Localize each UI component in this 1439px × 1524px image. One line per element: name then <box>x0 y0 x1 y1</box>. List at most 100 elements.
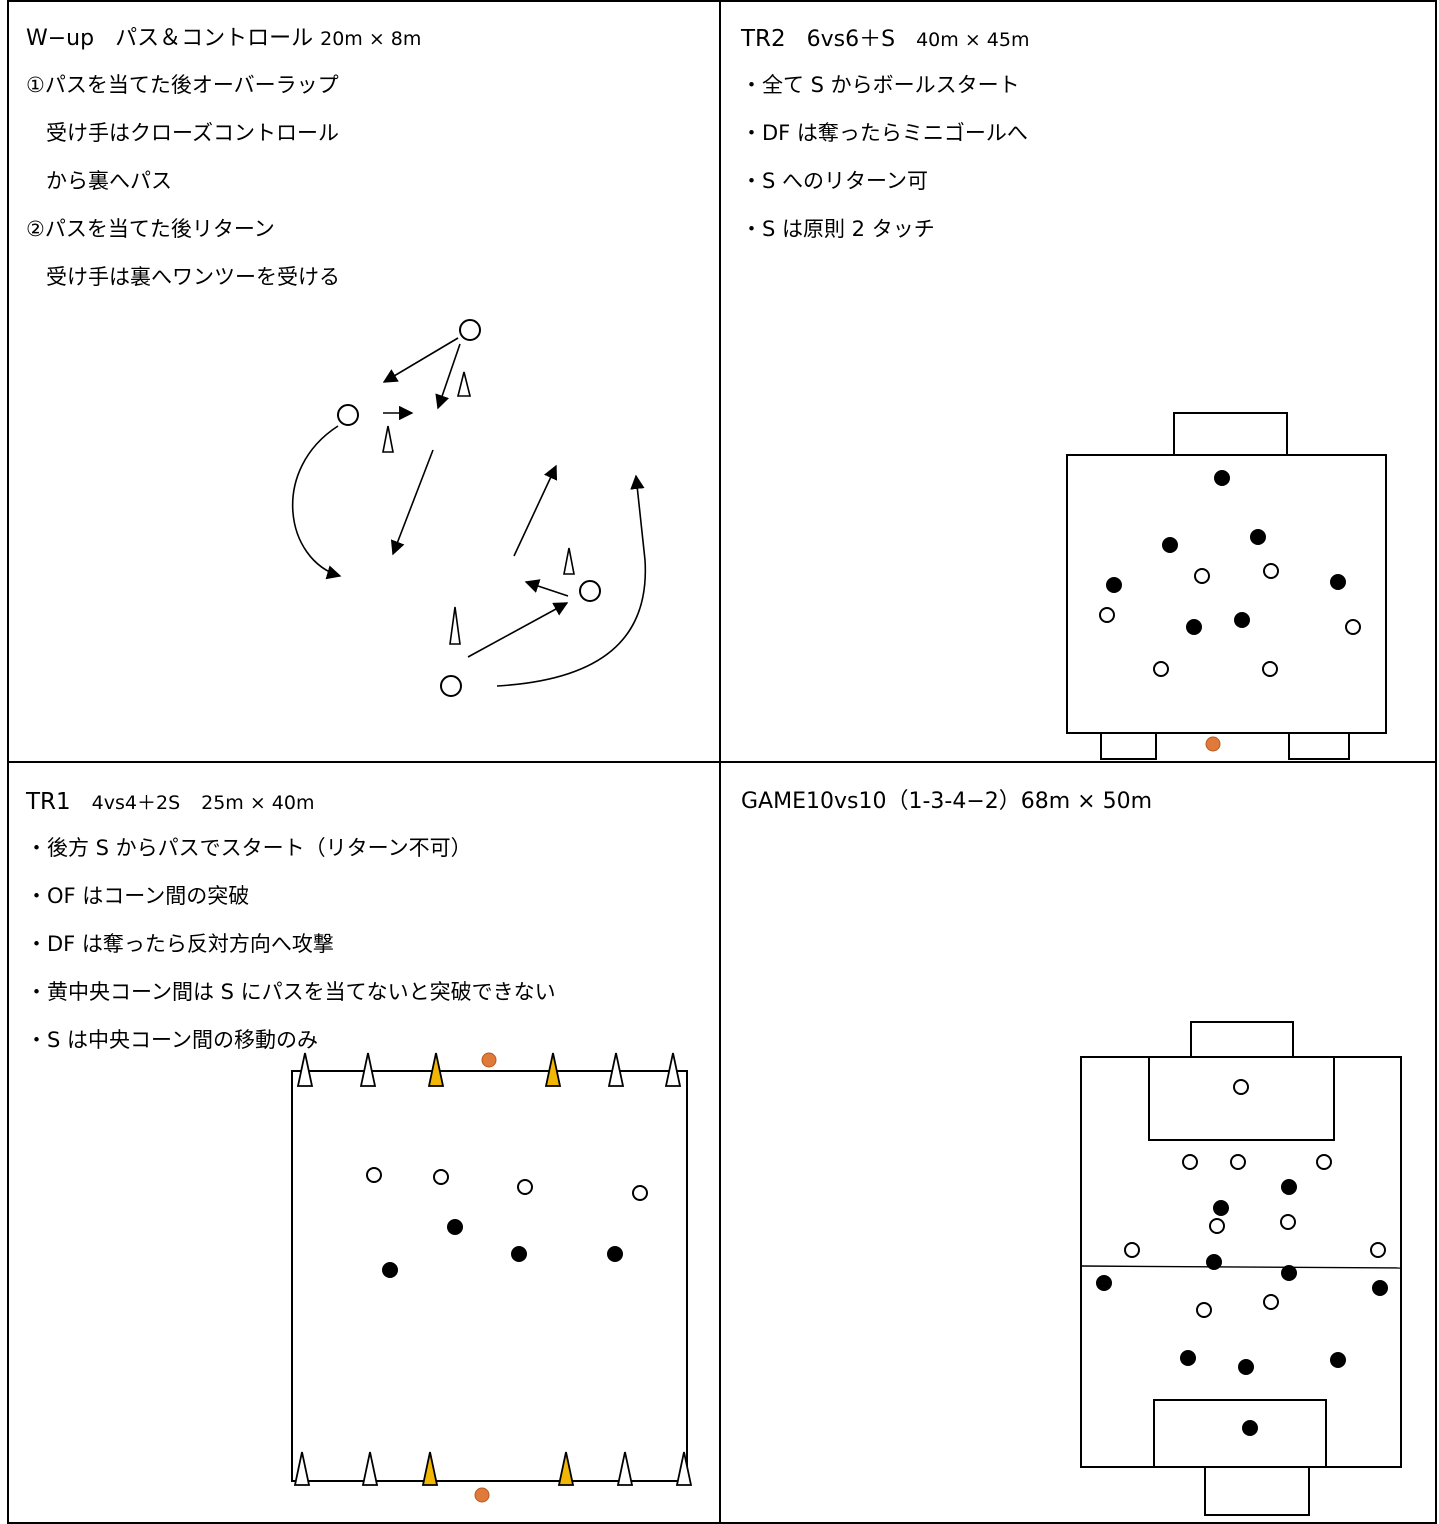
tr1-line-1: ・後方 S からパスでスタート（リターン不可） <box>26 836 472 860</box>
cone <box>607 1052 625 1087</box>
tr2-line-1: ・全て S からボールスタート <box>741 73 1020 97</box>
player-open <box>1345 619 1361 635</box>
ball <box>474 1487 490 1503</box>
cone-yellow <box>421 1451 439 1486</box>
player-filled <box>1238 1359 1254 1375</box>
player-open <box>579 580 601 602</box>
player-open <box>366 1167 382 1183</box>
tr1-title-a: TR1 <box>26 789 71 815</box>
cone-yellow <box>544 1052 562 1087</box>
player-open <box>337 404 359 426</box>
player-open <box>1099 607 1115 623</box>
cone <box>664 1052 682 1087</box>
tr1-title-c: 25m × 40m <box>201 792 315 814</box>
run-arrow <box>496 474 647 687</box>
pitch <box>1066 454 1387 734</box>
player-open <box>1316 1154 1332 1170</box>
tr1-title-b: 4vs4＋2S <box>91 792 181 814</box>
wup-title-c: 20m × 8m <box>320 28 422 50</box>
player-open <box>1262 661 1278 677</box>
game-players <box>1096 1079 1388 1436</box>
player-filled <box>1106 577 1122 593</box>
player-open <box>1263 1294 1279 1310</box>
cone <box>456 371 472 397</box>
tr1-line-5: ・S は中央コーン間の移動のみ <box>26 1028 318 1052</box>
player-filled <box>1372 1280 1388 1296</box>
player-filled <box>1186 619 1202 635</box>
player-filled <box>1281 1179 1297 1195</box>
player-open <box>1182 1154 1198 1170</box>
player-open <box>433 1169 449 1185</box>
cone <box>293 1451 311 1486</box>
cone <box>563 547 575 575</box>
pass-arrow <box>435 343 461 410</box>
tr2-title-b: 6vs6＋S <box>806 27 896 52</box>
tr2-players <box>1099 470 1361 752</box>
tr1-line-2: ・OF はコーン間の突破 <box>26 884 250 908</box>
player-filled <box>1180 1350 1196 1366</box>
player-filled <box>1162 537 1178 553</box>
pass-arrow <box>390 449 434 556</box>
player-open <box>1230 1154 1246 1170</box>
mini-goal <box>1288 732 1350 760</box>
wup-diagram <box>292 319 647 697</box>
tr2-title-a: TR2 <box>741 26 786 52</box>
player-filled <box>1330 574 1346 590</box>
wup-line-4: ②パスを当てた後リターン <box>26 217 275 241</box>
cone-yellow <box>557 1451 575 1486</box>
tr1-line-3: ・DF は奪ったら反対方向へ攻撃 <box>26 932 334 956</box>
tr2-title: TR2 6vs6＋S 40m × 45m <box>741 27 1029 52</box>
pitch <box>291 1070 688 1482</box>
player-filled <box>1214 470 1230 486</box>
player-open <box>1370 1242 1386 1258</box>
player-open <box>1194 568 1210 584</box>
wup-line-2: 受け手はクローズコントロール <box>46 121 339 145</box>
big-goal <box>1190 1021 1294 1058</box>
cone <box>296 1052 314 1087</box>
wup-line-3: から裏へパス <box>46 169 172 193</box>
tr1-title: TR1 4vs4＋2S 25m × 40m <box>26 790 315 815</box>
player-filled <box>1281 1265 1297 1281</box>
tr2-line-4: ・S は原則 2 タッチ <box>741 217 935 241</box>
wup-line-5: 受け手は裏へワンツーを受ける <box>46 265 340 289</box>
mini-goal <box>1100 732 1157 760</box>
pass-arrow <box>467 602 569 658</box>
player-filled <box>382 1262 398 1278</box>
pass-arrow <box>524 579 569 597</box>
player-open <box>1153 661 1169 677</box>
cone <box>449 606 461 645</box>
cone <box>616 1451 634 1486</box>
penalty-area <box>1153 1399 1327 1468</box>
player-open <box>459 319 481 341</box>
tr2-title-c: 40m × 45m <box>916 29 1030 51</box>
tr1-diagram <box>291 1052 693 1503</box>
ball <box>1205 736 1221 752</box>
player-filled <box>511 1246 527 1262</box>
player-filled <box>447 1219 463 1235</box>
cone <box>382 425 394 453</box>
penalty-area <box>1148 1056 1335 1141</box>
player-open <box>440 675 462 697</box>
tr1-line-4: ・黄中央コーン間は S にパスを当てないと突破できない <box>26 980 556 1004</box>
player-open <box>1233 1079 1249 1095</box>
pass-arrow <box>382 337 459 383</box>
player-filled <box>1250 529 1266 545</box>
run-arrow <box>292 425 342 580</box>
pass-arrow <box>513 464 558 557</box>
halfway-line <box>1080 1265 1402 1269</box>
pitch <box>1080 1056 1402 1468</box>
tr2-line-2: ・DF は奪ったらミニゴールへ <box>741 121 1028 145</box>
game-title: GAME10vs10（1-3-4−2）68m × 50m <box>741 789 1153 814</box>
tr2-line-3: ・S へのリターン可 <box>741 169 928 193</box>
big-goal <box>1173 412 1288 456</box>
cone <box>361 1451 379 1486</box>
player-filled <box>1206 1254 1222 1270</box>
player-filled <box>1242 1420 1258 1436</box>
wup-title-a: W−up <box>26 26 95 51</box>
player-open <box>1280 1214 1296 1230</box>
wup-title: W−up パス＆コントロール 20m × 8m <box>26 27 421 51</box>
player-open <box>517 1179 533 1195</box>
player-filled <box>1234 612 1250 628</box>
